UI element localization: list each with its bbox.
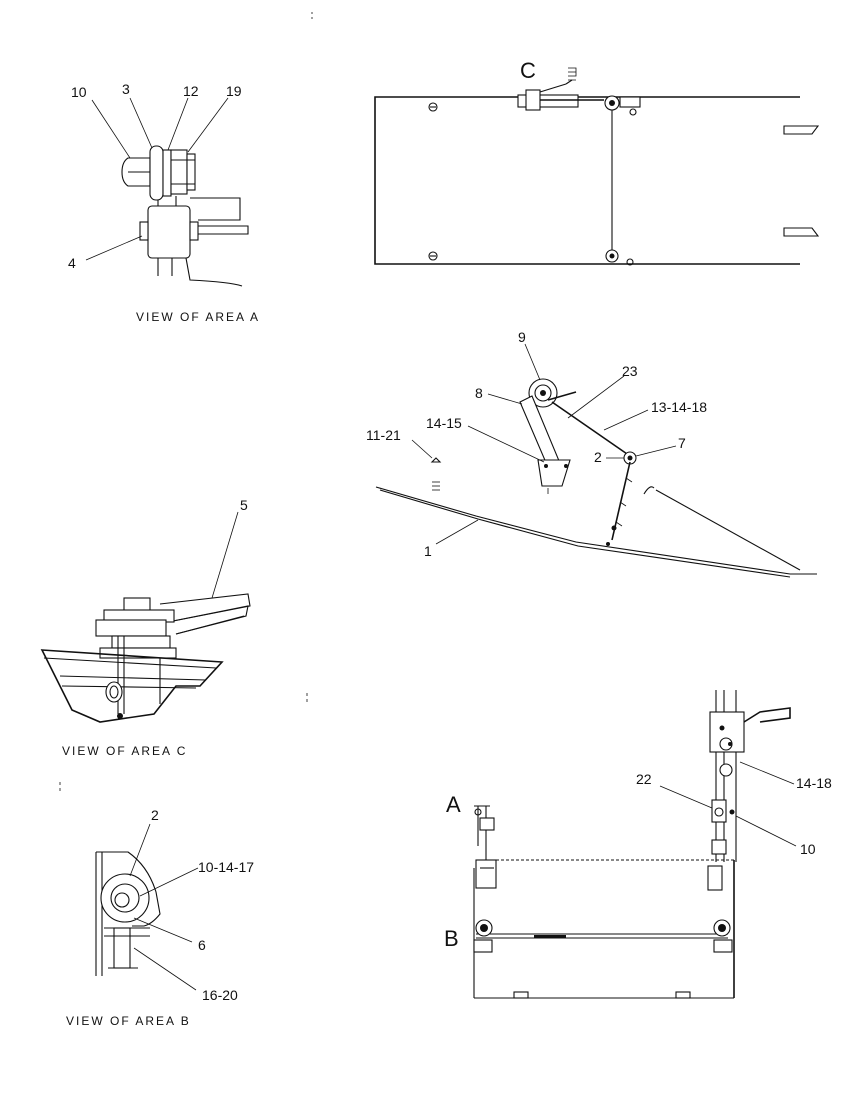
callout-label: 22 [636, 771, 652, 787]
view-area-b: 2 10-14-17 6 16-20 VIEW OF AREA B [66, 807, 254, 1028]
callout-label: 9 [518, 329, 526, 345]
front-view: A B 14-18 22 10 [444, 690, 832, 999]
callout-label: 14-15 [426, 415, 462, 431]
callout-label: 19 [226, 83, 242, 99]
view-area-c: 5 VIEW OF AREA C [40, 497, 251, 758]
side-view: 9 23 8 13-14-18 14-15 11-21 2 7 1 [366, 329, 817, 578]
view-area-a: 10 3 12 19 4 VIEW OF AREA A [68, 81, 260, 324]
callout-label: 4 [68, 255, 76, 271]
callout-label: 8 [475, 385, 483, 401]
area-letter: C [520, 58, 536, 83]
callout-label: 10-14-17 [198, 859, 254, 875]
view-title: VIEW OF AREA C [62, 744, 187, 758]
view-title: VIEW OF AREA B [66, 1014, 191, 1028]
callout-label: 12 [183, 83, 199, 99]
callout-label: 23 [622, 363, 638, 379]
callout-label: 7 [678, 435, 686, 451]
callout-label: 2 [594, 449, 602, 465]
callout-label: 5 [240, 497, 248, 513]
callout-label: 16-20 [202, 987, 238, 1003]
callout-label: 11-21 [366, 427, 401, 443]
callout-label: 2 [151, 807, 159, 823]
callout-label: 10 [800, 841, 816, 857]
area-letter: B [444, 926, 459, 951]
view-title: VIEW OF AREA A [136, 310, 260, 324]
callout-label: 3 [122, 81, 130, 97]
callout-label: 14-18 [796, 775, 832, 791]
callout-label: 6 [198, 937, 206, 953]
callout-label: 13-14-18 [651, 399, 707, 415]
callout-label: 10 [71, 84, 87, 100]
callout-label: 1 [424, 543, 432, 559]
area-letter: A [446, 792, 461, 817]
top-view: C [374, 58, 820, 266]
